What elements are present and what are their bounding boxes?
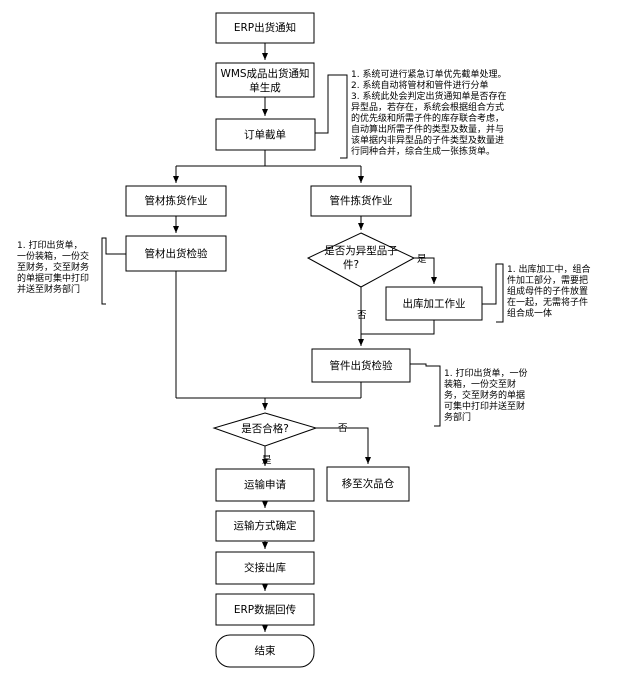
- fitting-note-line: 务部门: [444, 411, 471, 423]
- fitting-note-line: 可集中打印并送至财: [444, 400, 525, 412]
- arrow-no-to-sub: [316, 427, 371, 464]
- connectors: [173, 43, 437, 632]
- order-note-bracket: [315, 74, 348, 159]
- order-note-line: 1. 系统可进行紧急订单优先截单处理。: [351, 68, 506, 80]
- pipe-note-line: 至财务，交至财务: [17, 261, 89, 273]
- fitting-pick-label: 管件拣货作业: [330, 194, 393, 207]
- erp-writeback-node: ERP数据回传: [215, 593, 315, 626]
- order-wave-label: 订单截单: [244, 128, 286, 141]
- pipe-check-node: 管材出货检验: [125, 235, 227, 272]
- yes-label-type: 是: [417, 254, 427, 265]
- fitting-note-bracket: [410, 363, 441, 427]
- no-label-qualified: 否: [338, 423, 348, 434]
- pipe-note-line: 并送至财务部门: [17, 283, 80, 295]
- type-decision-label-2: 件?: [343, 259, 359, 271]
- annotation-lines: [101, 74, 504, 427]
- ship-mode-node: 运输方式确定: [215, 510, 315, 542]
- handover-label: 交接出库: [244, 561, 286, 574]
- type-decision-label-1: 是否为异型品子: [324, 244, 398, 257]
- end-node: 结束: [215, 634, 315, 668]
- type-decision-node: 是否为异型品子 件?: [306, 232, 416, 288]
- order-note-line: 行同种合并，综合生成一张拣货单。: [351, 145, 495, 157]
- order-note-line: 异型品，若存在，系统会根据组合方式: [351, 101, 504, 113]
- pipe-note-line: 的单据可集中打印: [17, 272, 89, 284]
- order-note-line: 该单据内非异型品的子件类型及数量进: [351, 134, 504, 146]
- move-sub-node: 移至次品仓: [326, 466, 410, 502]
- order-wave-node: 订单截单: [215, 118, 316, 151]
- pipe-check-label: 管材出货检验: [145, 247, 208, 260]
- fitting-note: 1. 打印出货单，一份 装箱，一份交至财 务，交至财务的单据 可集中打印并送至财…: [444, 367, 527, 423]
- wh-process-label: 出库加工作业: [403, 297, 466, 310]
- order-note: 1. 系统可进行紧急订单优先截单处理。 2. 系统自动将管材和管件进行分单 3.…: [351, 68, 506, 157]
- yes-label-qualified: 是: [262, 455, 272, 466]
- handover-node: 交接出库: [215, 551, 315, 585]
- arrow-yes-to-process: [414, 257, 437, 284]
- wms-notice-label-2: 单生成: [249, 81, 281, 94]
- fitting-note-line: 装箱，一份交至财: [444, 378, 516, 390]
- ship-mode-label: 运输方式确定: [234, 519, 297, 532]
- process-note-line: 组合成一体: [507, 307, 552, 319]
- fitting-pick-node: 管件拣货作业: [310, 185, 412, 217]
- pipe-pick-node: 管材拣货作业: [125, 185, 227, 217]
- wms-notice-label-1: WMS成品出货通知: [220, 67, 309, 80]
- erp-notice-node: ERP出货通知: [215, 12, 315, 44]
- process-note: 1. 出库加工中，组合 件加工部分，需要把 组成母件的子件放置 在一起，无需将子…: [507, 263, 590, 319]
- qualified-decision-label: 是否合格?: [241, 422, 289, 435]
- process-note-line: 组成母件的子件放置: [507, 285, 588, 297]
- no-label-type: 否: [357, 310, 367, 321]
- process-note-bracket: [482, 263, 504, 323]
- process-note-line: 件加工部分，需要把: [507, 274, 588, 286]
- wms-notice-node: WMS成品出货通知 单生成: [215, 62, 315, 98]
- ship-apply-node: 运输申请: [215, 468, 315, 502]
- line-process-return: [361, 320, 435, 335]
- order-note-line: 自动算出所需子件的类型及数量，并与: [351, 123, 504, 135]
- fitting-note-line: 1. 打印出货单，一份: [444, 367, 527, 379]
- order-note-line: 的优先级和所需子件的库存联合考虑，: [351, 112, 504, 124]
- process-note-line: 在一起，无需将子件: [507, 296, 588, 308]
- erp-notice-label: ERP出货通知: [234, 21, 296, 34]
- fitting-check-label: 管件出货检验: [330, 359, 393, 372]
- pipe-pick-label: 管材拣货作业: [145, 194, 208, 207]
- move-sub-label: 移至次品仓: [342, 477, 395, 490]
- pipe-note: 1. 打印出货单， 一份装箱，一份交 至财务，交至财务 的单据可集中打印 并送至…: [17, 239, 89, 295]
- order-note-line: 2. 系统自动将管材和管件进行分单: [351, 79, 488, 91]
- order-note-line: 3. 系统此处会判定出货通知单是否存在: [351, 90, 506, 102]
- qualified-decision-node: 是否合格?: [212, 412, 318, 447]
- process-note-line: 1. 出库加工中，组合: [507, 263, 590, 275]
- wh-process-node: 出库加工作业: [385, 286, 483, 321]
- fitting-check-node: 管件出货检验: [311, 348, 411, 383]
- pipe-note-line: 一份装箱，一份交: [17, 250, 89, 262]
- erp-writeback-label: ERP数据回传: [234, 603, 296, 616]
- pipe-note-line: 1. 打印出货单，: [17, 239, 82, 251]
- ship-apply-label: 运输申请: [244, 478, 286, 491]
- pipe-note-bracket: [101, 237, 126, 305]
- fitting-note-line: 务，交至财务的单据: [444, 389, 525, 401]
- end-label: 结束: [255, 644, 276, 657]
